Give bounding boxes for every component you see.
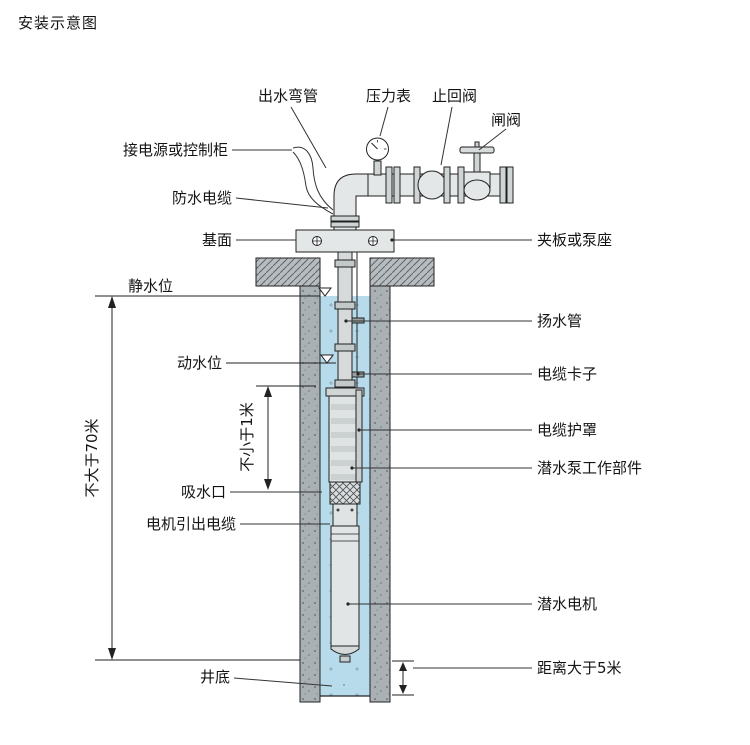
ground-block-left bbox=[255, 257, 321, 287]
label-cable-guard: 电缆护罩 bbox=[537, 421, 597, 439]
dimension-1m: 不小于1米 bbox=[238, 385, 316, 490]
gate-valve-bowl bbox=[463, 179, 491, 201]
dynamic-level-symbol bbox=[320, 354, 334, 364]
seat-bolt-cross bbox=[312, 236, 322, 246]
gauge-stem bbox=[373, 160, 382, 176]
water-level-markers bbox=[95, 287, 336, 364]
pump-assembly bbox=[325, 251, 365, 663]
suction-strainer bbox=[329, 481, 361, 505]
leader-outlet-elbow bbox=[290, 106, 327, 169]
leader-pressure-gauge bbox=[379, 106, 389, 137]
pump-stage-band bbox=[331, 446, 359, 452]
label-min-submergence: 不小于1米 bbox=[238, 402, 256, 472]
pump-seat-plate bbox=[295, 229, 395, 253]
coupling-bolt bbox=[350, 508, 354, 512]
label-pump-seat: 夹板或泵座 bbox=[537, 231, 612, 249]
pipe-coupling bbox=[334, 343, 356, 352]
motor-bottom-cap bbox=[330, 645, 360, 655]
pipe-coupling bbox=[334, 301, 356, 310]
label-base-surface: 基面 bbox=[202, 231, 232, 249]
gate-valve-hub bbox=[474, 141, 480, 148]
check-valve-part bbox=[417, 170, 447, 200]
waterproof-cable-part bbox=[292, 146, 334, 211]
motor-tip bbox=[339, 655, 351, 663]
arrowhead-up bbox=[108, 296, 116, 308]
pump-stage-band bbox=[331, 432, 359, 438]
well-wall-right bbox=[369, 285, 391, 703]
leader-check-valve bbox=[440, 106, 453, 166]
page-title: 安装示意图 bbox=[18, 14, 98, 32]
check-valve-flange bbox=[443, 166, 451, 204]
label-distance-5m: 距离大于5米 bbox=[537, 659, 622, 677]
surface-piping bbox=[292, 137, 514, 253]
riser-pipe bbox=[337, 251, 353, 394]
gate-valve-flange bbox=[457, 166, 465, 204]
label-waterproof-cable: 防水电缆 bbox=[172, 189, 232, 207]
pump-stage-band bbox=[331, 418, 359, 424]
elbow-flange bbox=[330, 221, 360, 228]
pipe-coupling bbox=[334, 259, 356, 268]
leader-lines bbox=[230, 106, 532, 687]
pipe-coupling bbox=[334, 379, 356, 388]
dimension-5m bbox=[392, 660, 414, 696]
gate-valve-stem bbox=[473, 151, 481, 173]
arrowhead-up bbox=[399, 662, 407, 671]
label-pump-working-parts: 潜水泵工作部件 bbox=[537, 459, 642, 477]
label-motor-lead-cable: 电机引出电缆 bbox=[146, 515, 236, 533]
leader-gate-valve bbox=[478, 128, 507, 151]
coupling-bolt bbox=[336, 508, 340, 512]
label-max-depth: 不大于70米 bbox=[83, 418, 101, 497]
label-pressure-gauge: 压力表 bbox=[366, 87, 411, 105]
well-wall-left bbox=[299, 285, 321, 703]
pump-stage-band bbox=[331, 474, 359, 480]
label-riser-pipe: 扬水管 bbox=[537, 312, 582, 330]
pipe-flange bbox=[385, 166, 393, 204]
label-suction-inlet: 吸水口 bbox=[181, 483, 226, 501]
motor-body bbox=[330, 525, 360, 647]
arrowhead-down bbox=[108, 648, 116, 660]
pipe-end-flange bbox=[506, 166, 514, 204]
label-check-valve: 止回阀 bbox=[432, 87, 477, 105]
text-labels: 安装示意图 出水弯管 压力表 止回阀 闸阀 接电源或控制柜 防水电缆 基面 静水… bbox=[18, 14, 642, 686]
pump-stage-band bbox=[331, 460, 359, 466]
pipe-flange bbox=[393, 166, 401, 204]
arrowhead-down bbox=[264, 479, 272, 490]
pump-stage-band bbox=[331, 404, 359, 410]
leader-well-bottom bbox=[233, 677, 333, 687]
dimension-70m: 不大于70米 bbox=[83, 296, 300, 661]
label-dynamic-water-level: 动水位 bbox=[177, 354, 222, 372]
label-submersible-motor: 潜水电机 bbox=[537, 595, 597, 613]
label-outlet-elbow: 出水弯管 bbox=[258, 87, 318, 105]
leader-waterproof-cable bbox=[235, 197, 329, 209]
arrowhead-down bbox=[399, 685, 407, 694]
gauge-needle bbox=[371, 142, 378, 150]
static-level-symbol bbox=[318, 287, 332, 297]
arrowhead-up bbox=[264, 386, 272, 397]
label-cable-clamp: 电缆卡子 bbox=[537, 365, 597, 383]
elbow-flange bbox=[330, 215, 360, 222]
label-static-water-level: 静水位 bbox=[128, 277, 173, 295]
label-power-or-control: 接电源或控制柜 bbox=[123, 141, 228, 159]
ground-block-right bbox=[369, 257, 435, 287]
label-well-bottom: 井底 bbox=[200, 668, 230, 686]
seat-bolt-cross bbox=[368, 236, 378, 246]
label-gate-valve: 闸阀 bbox=[491, 111, 521, 129]
motor-coupling bbox=[332, 503, 358, 527]
pipe-end-flange bbox=[499, 166, 507, 204]
gate-valve-handwheel bbox=[459, 146, 495, 154]
